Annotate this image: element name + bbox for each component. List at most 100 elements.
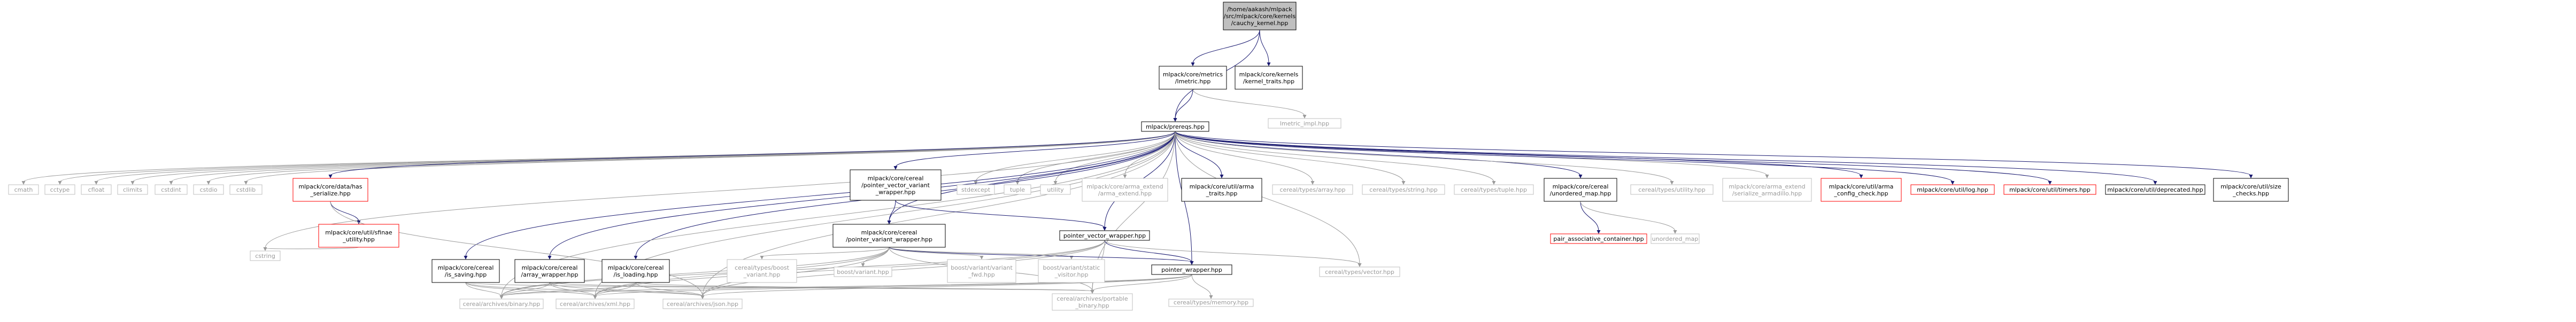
node-box <box>834 266 892 277</box>
node-label-line: /pointer_variant_wrapper.hpp <box>846 236 932 243</box>
node-log[interactable]: mlpack/core/util/log.hpp <box>1910 184 1995 195</box>
node-boost-variant: boost/variant.hpp <box>834 266 892 277</box>
node-types-utility: cereal/types/utility.hpp <box>1630 184 1714 195</box>
node-prereqs[interactable]: mlpack/prereqs.hpp <box>1141 121 1209 132</box>
node-has-serialize[interactable]: mlpack/core/data/has_serialize.hpp <box>292 178 368 202</box>
node-label-line: stdexcept <box>961 186 991 193</box>
node-pvariant[interactable]: mlpack/core/cereal/pointer_variant_wrapp… <box>832 224 946 248</box>
node-box <box>81 184 112 195</box>
node-label-line: mlpack/core/metrics <box>1163 71 1223 78</box>
node-box <box>556 299 635 309</box>
node-arma-traits[interactable]: mlpack/core/util/arma_traits.hpp <box>1181 178 1262 202</box>
node-types-array: cereal/types/array.hpp <box>1272 184 1353 195</box>
node-box <box>2213 178 2289 202</box>
node-unordered-map[interactable]: mlpack/core/cereal/unordered_map.hpp <box>1544 178 1617 202</box>
node-cfloat: cfloat <box>81 184 112 195</box>
node-pointer-wrapper[interactable]: pointer_wrapper.hpp <box>1151 264 1232 275</box>
node-box <box>1052 293 1133 311</box>
edge-pvecwrapper-to-types_vector <box>1104 240 1362 267</box>
node-kernel-traits[interactable]: mlpack/core/kernels/kernel_traits.hpp <box>1235 66 1303 90</box>
node-box <box>229 184 263 195</box>
node-box <box>1082 178 1168 202</box>
node-sfinae[interactable]: mlpack/core/util/sfinae_utility.hpp <box>318 224 399 248</box>
node-types-tuple: cereal/types/tuple.hpp <box>1454 184 1534 195</box>
edge-pvwrapper-to-pvecwrapper <box>895 200 1107 231</box>
node-box <box>1722 178 1812 202</box>
node-label-line: _checks.hpp <box>2232 190 2269 197</box>
node-label-line: mlpack/core/cereal <box>438 264 494 271</box>
node-box <box>947 259 1016 283</box>
node-deprecated[interactable]: mlpack/core/util/deprecated.hpp <box>2105 184 2205 195</box>
node-label-line: mlpack/core/util/arma <box>1829 183 1894 190</box>
node-label-line: cereal/archives/json.hpp <box>667 301 738 308</box>
node-label-line: /lmetric.hpp <box>1175 78 1211 85</box>
node-size-checks[interactable]: mlpack/core/util/size_checks.hpp <box>2213 178 2289 202</box>
node-label-line: pair_associative_container.hpp <box>1553 235 1644 242</box>
node-label-line: cstdio <box>200 186 218 193</box>
node-pair-assoc[interactable]: pair_associative_container.hpp <box>1550 233 1647 244</box>
edge-prereqs-to-deprecated <box>1175 131 2157 185</box>
nodes-layer: /home/aakash/mlpack/src/mlpack/core/kern… <box>8 2 2289 311</box>
node-box <box>459 299 544 309</box>
edge-prereqs-to-stdexcept <box>974 131 1176 185</box>
node-box <box>1168 299 1254 307</box>
node-is-saving[interactable]: mlpack/core/cereal/is_saving.hpp <box>431 259 500 283</box>
edge-prereqs-to-utility <box>1053 131 1176 185</box>
node-pvecwrapper[interactable]: pointer_vector_wrapper.hpp <box>1059 230 1150 241</box>
edge-prereqs-to-arma_traits <box>1175 131 1224 178</box>
node-box <box>2105 184 2205 195</box>
node-box <box>1040 184 1071 195</box>
node-box <box>44 184 75 195</box>
edge-prereqs-to-types_string <box>1175 131 1406 185</box>
node-box <box>662 299 743 309</box>
edge-prereqs-to-unordered_map <box>1175 131 1583 178</box>
node-pvwrapper[interactable]: mlpack/core/cereal/pointer_vector_varian… <box>850 169 942 201</box>
edge-pointer_wrapper-to-memory <box>1191 274 1213 299</box>
node-box <box>832 224 946 248</box>
node-label-line: boost/variant/static <box>1043 264 1100 271</box>
edge-root-to-lmetric <box>1191 29 1260 66</box>
node-cstring: cstring <box>250 250 281 261</box>
edge-prereqs-to-types_array <box>1175 131 1315 185</box>
node-label-line: /kernel_traits.hpp <box>1243 78 1294 85</box>
node-arma-extend: mlpack/core/arma_extend/arma_extend.hpp <box>1082 178 1168 202</box>
node-label-line: cereal/types/string.hpp <box>1369 186 1437 193</box>
node-label-line: cereal/types/utility.hpp <box>1638 186 1706 193</box>
edge-prereqs-to-tuple <box>1015 131 1176 185</box>
node-utility: utility <box>1040 184 1071 195</box>
node-portable: cereal/archives/portable_binary.hpp <box>1052 293 1133 311</box>
node-box <box>318 224 399 248</box>
node-label-line: mlpack/core/cereal <box>608 264 664 271</box>
node-timers[interactable]: mlpack/core/util/timers.hpp <box>2003 184 2096 195</box>
edge-pointer_wrapper-to-portable <box>1090 274 1192 294</box>
edge-lmetric-to-prereqs <box>1173 89 1193 122</box>
node-box <box>1319 266 1400 277</box>
edge-has_serialize-to-json <box>330 201 705 299</box>
edges-layer <box>21 29 2253 299</box>
node-is-loading[interactable]: mlpack/core/cereal/is_loading.hpp <box>601 259 670 283</box>
node-cstdlib: cstdlib <box>229 184 263 195</box>
edge-unordered_map-to-std_unordered_map <box>1580 201 1677 234</box>
edge-pointer_wrapper-to-json <box>700 274 1192 299</box>
edge-lmetric-to-lmetric_impl <box>1192 89 1307 119</box>
edge-prereqs-to-types_tuple <box>1175 131 1496 185</box>
edge-pointer_wrapper-to-binary <box>499 274 1192 299</box>
node-label-line: /pointer_vector_variant <box>861 182 930 189</box>
node-box <box>1910 184 1995 195</box>
node-root[interactable]: /home/aakash/mlpack/src/mlpack/core/kern… <box>1223 2 1297 30</box>
node-array-wrapper[interactable]: mlpack/core/cereal/array_wrapper.hpp <box>514 259 585 283</box>
edge-prereqs-to-timers <box>1175 131 2052 185</box>
node-label-line: cctype <box>50 186 70 193</box>
node-label-line: mlpack/core/arma_extend <box>1086 183 1163 190</box>
node-box <box>431 259 500 283</box>
node-cstdint: cstdint <box>155 184 188 195</box>
edge-prereqs-to-cstring <box>263 131 1176 251</box>
edge-is_saving-to-binary <box>465 282 504 299</box>
node-arma-config[interactable]: mlpack/core/util/arma_config_check.hpp <box>1821 178 1902 202</box>
node-lmetric[interactable]: mlpack/core/metrics/lmetric.hpp <box>1159 66 1227 90</box>
node-box <box>1550 233 1647 244</box>
node-label-line: mlpack/core/cereal <box>522 264 578 271</box>
edge-unordered_map-to-pair_assoc <box>1580 201 1601 234</box>
node-box <box>155 184 188 195</box>
edge-root-to-kernel_traits <box>1259 29 1271 66</box>
